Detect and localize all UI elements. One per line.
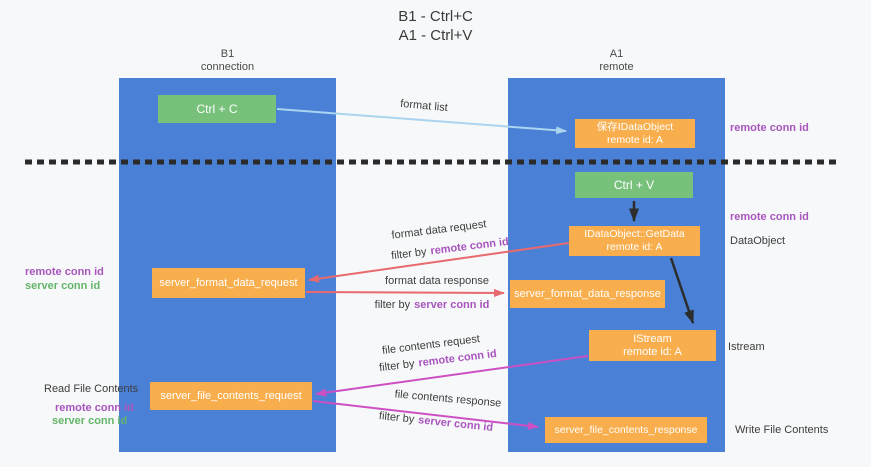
- node-save-idataobject: 保存IDataObject remote id: A: [575, 119, 695, 148]
- filter-by-text: filter by: [374, 299, 411, 311]
- node-format-request-label: server_format_data_request: [159, 277, 298, 289]
- label-remote-conn-id-right-1: remote conn id: [730, 122, 809, 134]
- node-file-request-label: server_file_contents_request: [160, 390, 302, 402]
- node-idataobject-getdata: IDataObject::GetData remote id: A: [569, 226, 700, 256]
- label-dataobject: DataObject: [730, 235, 786, 247]
- node-ctrl-c-label: Ctrl + C: [196, 102, 238, 116]
- label-server-conn-id-left-2: server conn id: [52, 415, 128, 427]
- node-server-file-contents-response: server_file_contents_response: [545, 417, 707, 443]
- node-server-format-data-response: server_format_data_response: [510, 280, 665, 308]
- node-format-response-label: server_format_data_response: [514, 288, 661, 300]
- node-getdata-line2: remote id: A: [606, 241, 663, 253]
- label-write-file-contents: Write File Contents: [735, 424, 829, 436]
- node-istream: IStream remote id: A: [589, 330, 716, 361]
- lane-header-b1: B1 connection: [119, 48, 336, 74]
- node-ctrl-v-label: Ctrl + V: [613, 178, 655, 192]
- label-read-file-contents: Read File Contents: [44, 383, 139, 395]
- lane-b1-name: B1: [220, 48, 235, 60]
- label-remote-conn-id-right-2: remote conn id: [730, 211, 809, 223]
- server-conn-id-text: server conn id: [414, 299, 490, 311]
- node-getdata-line1: IDataObject::GetData: [584, 228, 685, 240]
- filter-by-text: filter by: [390, 245, 428, 263]
- node-server-file-contents-request: server_file_contents_request: [150, 382, 312, 410]
- label-remote-conn-id-left-2: remote conn id: [55, 402, 134, 414]
- lane-b1-role: connection: [200, 61, 255, 73]
- node-istream-line2: remote id: A: [623, 345, 682, 358]
- filter-by-text: filter by: [378, 357, 416, 375]
- node-save-idataobject-line1: 保存IDataObject: [596, 120, 674, 133]
- lane-a1-role: remote: [599, 61, 634, 73]
- page-title: B1 - Ctrl+C A1 - Ctrl+V: [0, 7, 871, 45]
- node-file-response-label: server_file_contents_response: [554, 424, 698, 436]
- label-remote-conn-id-left-1: remote conn id: [25, 266, 104, 278]
- node-ctrl-c: Ctrl + C: [158, 95, 276, 123]
- label-format-data-response: format data response: [385, 275, 489, 287]
- title-line-1: B1 - Ctrl+C: [398, 8, 473, 25]
- node-istream-line1: IStream: [633, 332, 672, 345]
- label-istream: Istream: [728, 341, 765, 353]
- server-conn-id-text: server conn id: [417, 414, 494, 434]
- label-server-conn-id-left-1: server conn id: [25, 280, 101, 292]
- node-save-idataobject-line2: remote id: A: [606, 133, 664, 146]
- filter-by-text: filter by: [378, 410, 415, 426]
- node-server-format-data-request: server_format_data_request: [152, 268, 305, 298]
- label-format-list: format list: [399, 97, 449, 115]
- lane-header-a1: A1 remote: [508, 48, 725, 74]
- lane-a1-name: A1: [609, 48, 624, 60]
- remote-conn-id-text: remote conn id: [429, 235, 510, 258]
- node-ctrl-v: Ctrl + V: [575, 172, 693, 198]
- title-line-2: A1 - Ctrl+V: [398, 27, 473, 44]
